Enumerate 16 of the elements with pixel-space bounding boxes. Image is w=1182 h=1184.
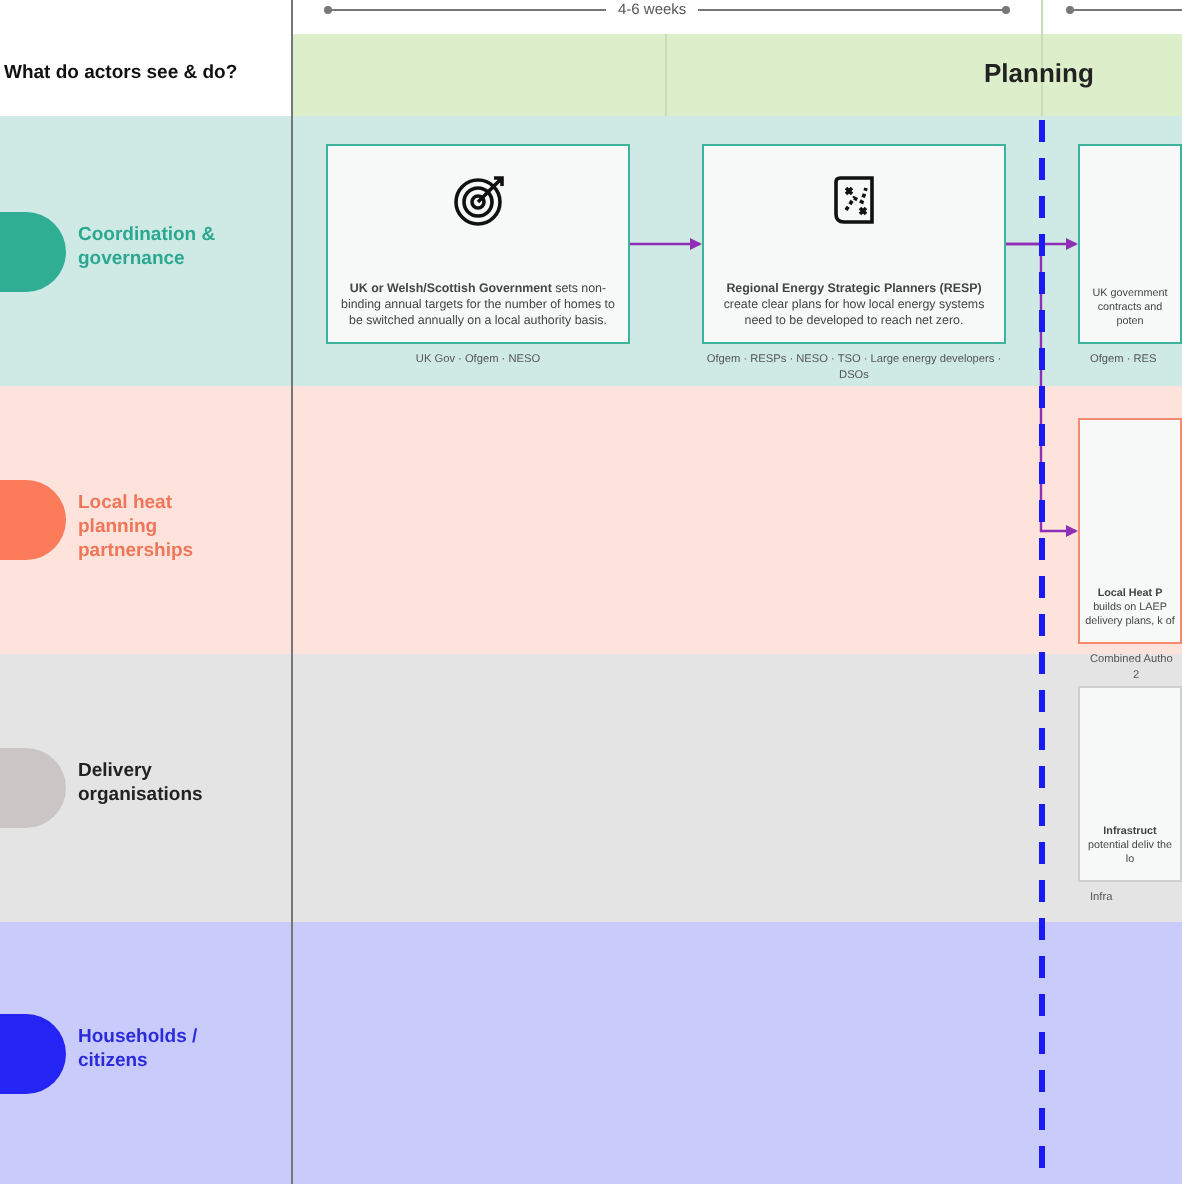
process-box (702, 144, 1006, 344)
process-box (326, 144, 630, 344)
swimlane (0, 116, 1182, 386)
swimlane (0, 922, 1182, 1184)
arrow (630, 238, 702, 250)
process-box (1078, 418, 1182, 644)
phase-band (292, 34, 1182, 116)
lane-title: Delivery organisations (78, 760, 205, 808)
lane-title: Coordination & governance (78, 223, 218, 271)
phase-title: Planning (984, 62, 1094, 86)
process-box (1078, 144, 1182, 344)
lane-title: Local heat planning partnerships (78, 492, 196, 564)
process-box (1078, 686, 1182, 882)
swimlane (0, 654, 1182, 922)
column-header: What do actors see & do? (4, 62, 238, 84)
lane-title: Households / citizens (78, 1025, 200, 1073)
